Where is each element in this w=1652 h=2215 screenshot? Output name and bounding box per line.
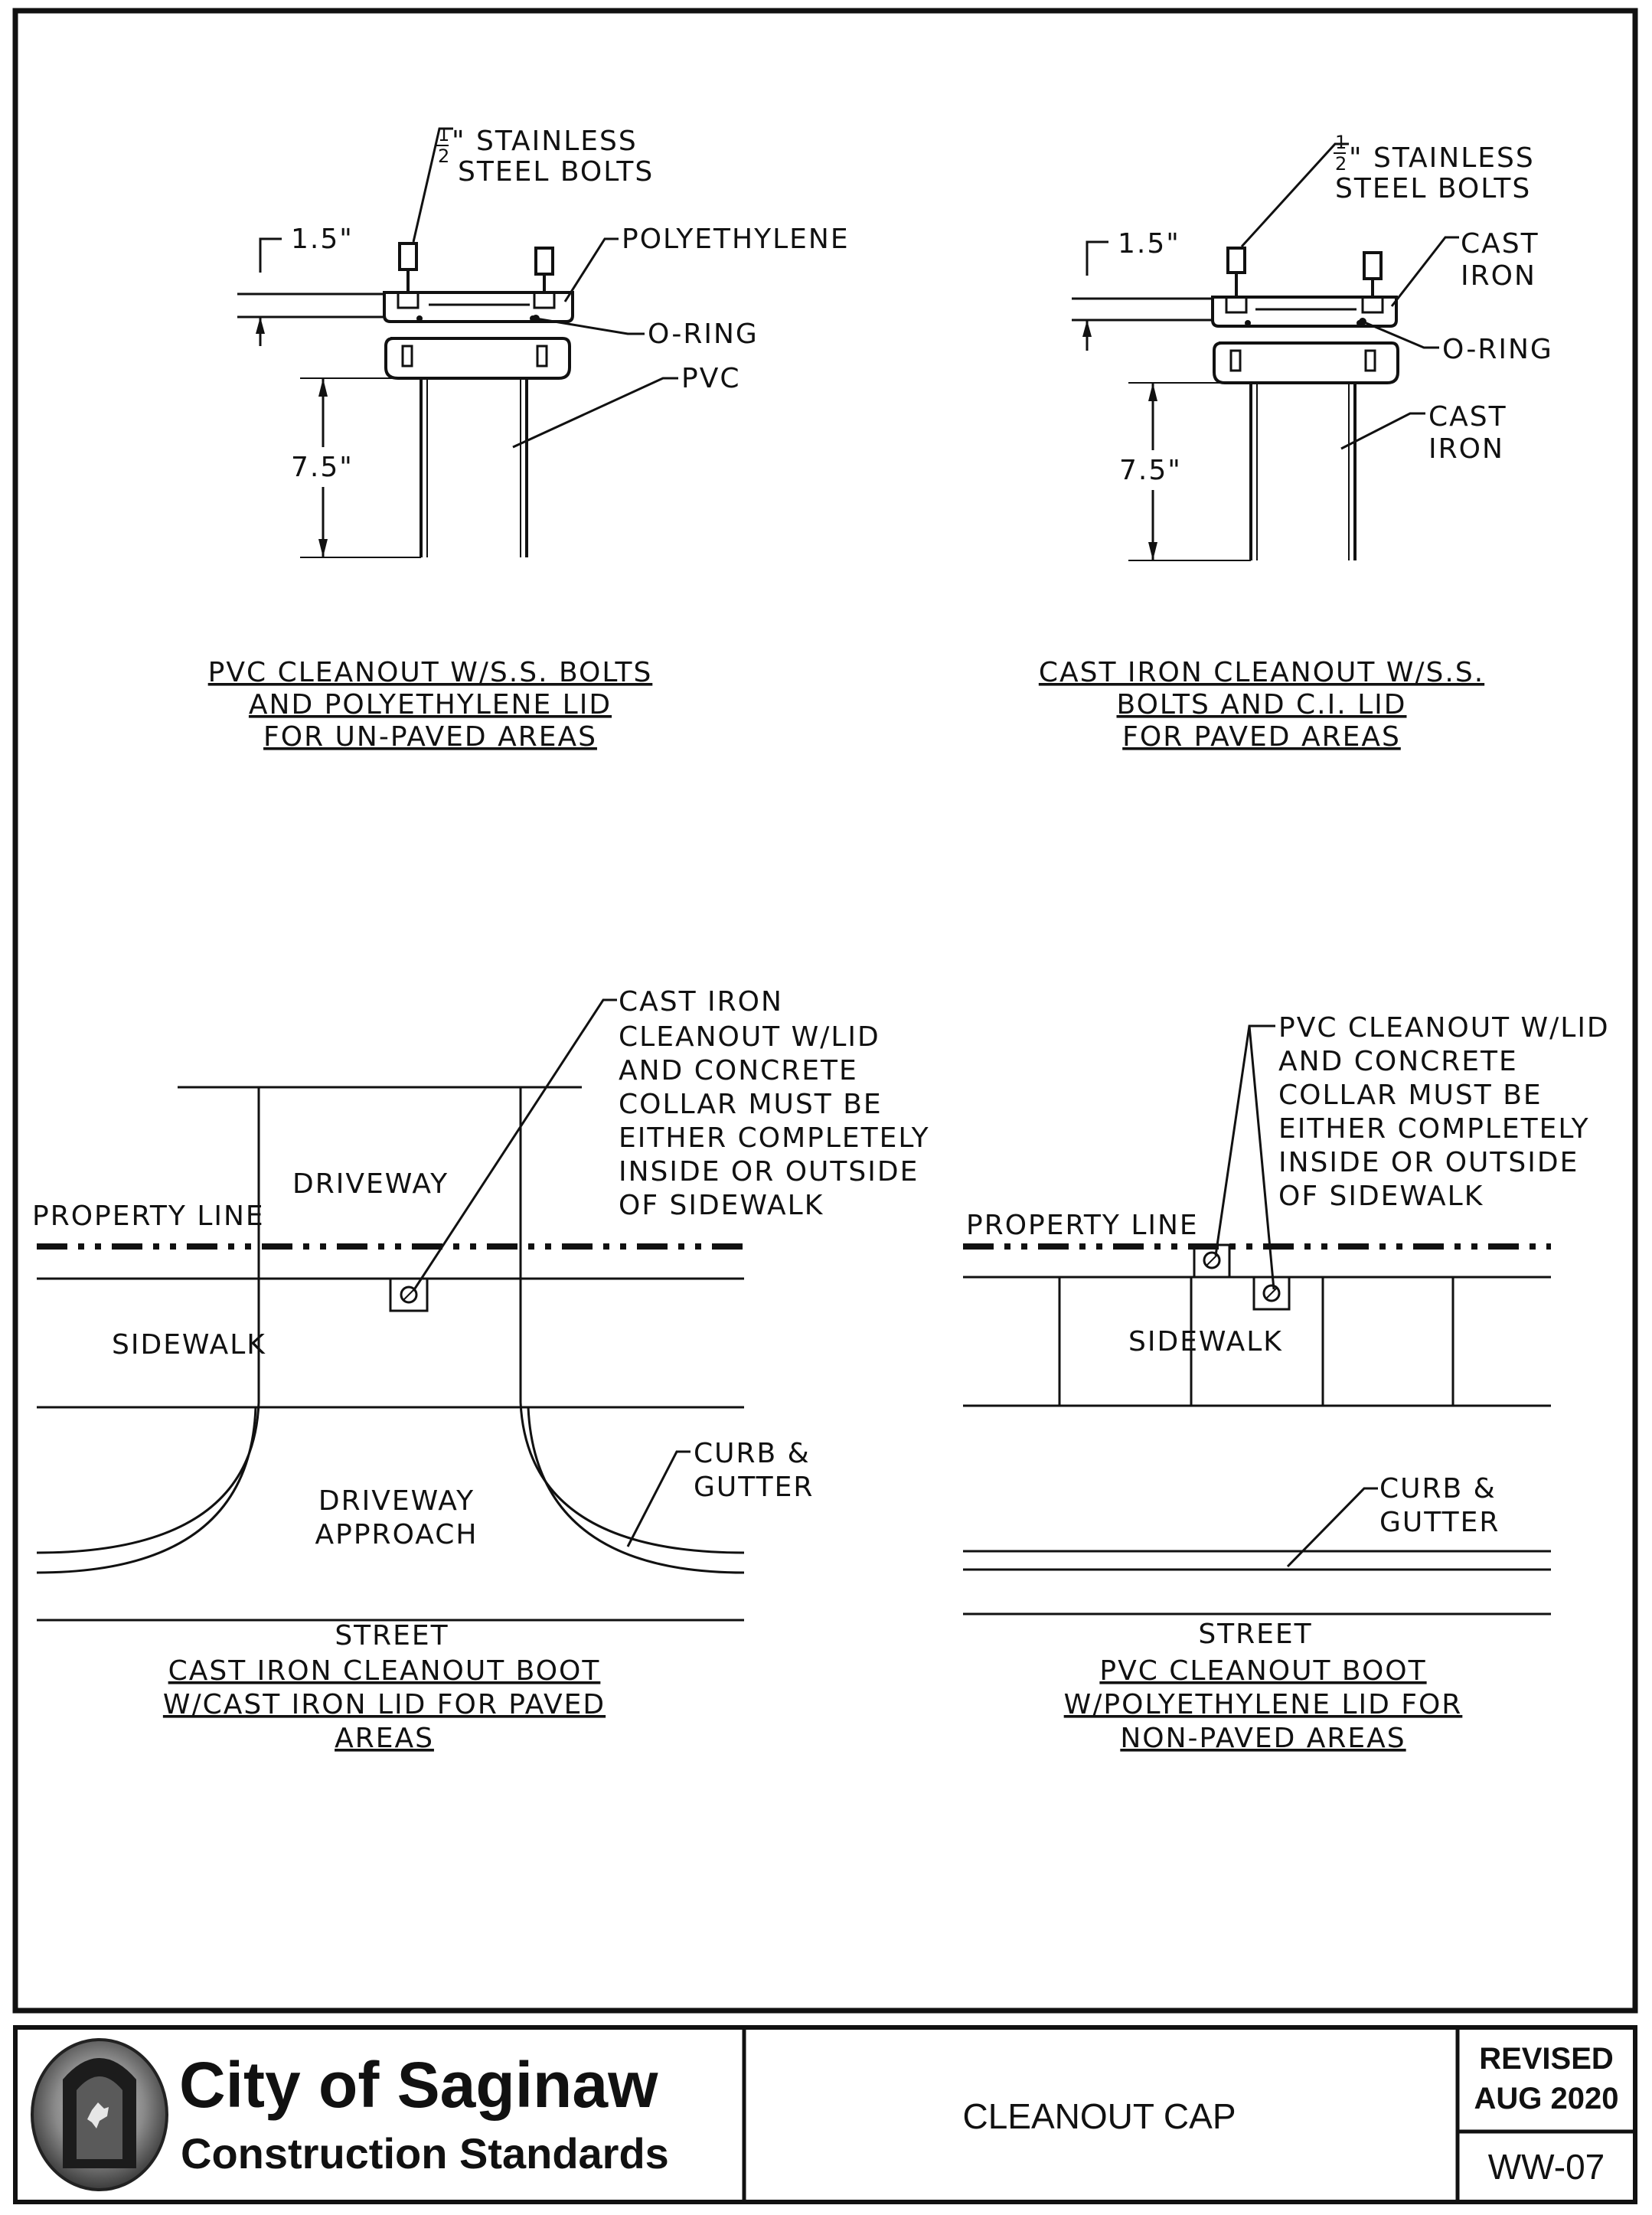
lid-material-label: POLYETHYLENE [622, 224, 850, 255]
caption-line-3: NON-PAVED AREAS [1120, 1723, 1406, 1754]
lid-material-label-1: CAST [1461, 228, 1539, 260]
bolt-label-2: STEEL BOLTS [1335, 173, 1531, 204]
sheet-border [12, 8, 1638, 2014]
property-line-label: PROPERTY LINE [32, 1201, 265, 1232]
caption-line-1: PVC CLEANOUT W/S.S. BOLTS [208, 657, 653, 688]
sheet-number: WW-07 [1488, 2147, 1605, 2187]
revised-label: REVISED [1479, 2042, 1614, 2076]
pipe-material-label: PVC [681, 363, 740, 394]
note-line-5: EITHER COMPLETELY [619, 1122, 930, 1154]
dim-top-label: 1.5" [291, 224, 354, 255]
caption-line-2: BOLTS AND C.I. LID [1117, 689, 1407, 720]
caption-line-2: AND POLYETHYLENE LID [249, 689, 612, 720]
oring-label: O-RING [648, 319, 759, 350]
caption-line-2: W/CAST IRON LID FOR PAVED [163, 1689, 606, 1720]
note-line-7: OF SIDEWALK [619, 1190, 824, 1221]
note-line-3: AND CONCRETE [619, 1055, 858, 1086]
bolt-label-1: " STAINLESS [1349, 142, 1535, 174]
pipe-material-label-1: CAST [1428, 401, 1507, 433]
note-line-6: INSIDE OR OUTSIDE [619, 1156, 919, 1188]
caption-line-1: PVC CLEANOUT BOOT [1099, 1655, 1426, 1687]
curb-label-1: CURB & [1379, 1473, 1497, 1504]
note-line-1: CAST IRON [619, 986, 783, 1018]
caption-line-3: FOR UN-PAVED AREAS [263, 721, 597, 753]
oring-label: O-RING [1442, 334, 1553, 365]
note-line-4: EITHER COMPLETELY [1278, 1113, 1590, 1145]
drawing-title: CLEANOUT CAP [962, 2096, 1236, 2136]
bolt-label-1: " STAINLESS [452, 126, 638, 157]
driveway-label: DRIVEWAY [292, 1168, 449, 1200]
revised-date: AUG 2020 [1474, 2082, 1619, 2115]
bolt-frac-den: 2 [438, 145, 449, 167]
note-line-2: AND CONCRETE [1278, 1046, 1518, 1077]
org-subtitle: Construction Standards [181, 2129, 669, 2177]
note-line-2: CLEANOUT W/LID [619, 1021, 880, 1053]
note-line-1: PVC CLEANOUT W/LID [1278, 1012, 1610, 1044]
note-line-6: OF SIDEWALK [1278, 1181, 1484, 1212]
caption-line-2: W/POLYETHYLENE LID FOR [1064, 1689, 1463, 1720]
pipe-material-label-2: IRON [1428, 433, 1504, 465]
caption-line-3: AREAS [335, 1723, 434, 1754]
sidewalk-label: SIDEWALK [1128, 1326, 1283, 1357]
approach-label-2: APPROACH [315, 1519, 478, 1550]
bolt-frac-num: 1 [438, 124, 449, 145]
lid-material-label-2: IRON [1461, 260, 1536, 292]
dim-side-label: 7.5" [1119, 455, 1182, 486]
bolt-frac-den: 2 [1335, 153, 1347, 175]
dim-side-label: 7.5" [291, 452, 354, 483]
curb-label-2: GUTTER [694, 1472, 814, 1503]
property-line-label: PROPERTY LINE [966, 1210, 1199, 1241]
approach-label-1: DRIVEWAY [318, 1485, 475, 1517]
bolt-label-2: STEEL BOLTS [458, 156, 654, 188]
city-seal-icon [31, 2038, 168, 2191]
note-line-4: COLLAR MUST BE [619, 1089, 883, 1120]
curb-label-1: CURB & [694, 1438, 811, 1469]
bolt-frac-num: 1 [1335, 132, 1347, 153]
detail-pvc-cleanout: 1.5" 7.5" 1 2 " STAINLESS STEEL BOLTS PO… [208, 124, 850, 753]
street-label: STREET [335, 1620, 449, 1651]
detail-cast-iron-boot-plan: CAST IRON CLEANOUT W/LID AND CONCRETE CO… [32, 986, 930, 1754]
note-line-3: COLLAR MUST BE [1278, 1080, 1543, 1111]
caption-line-1: CAST IRON CLEANOUT W/S.S. [1039, 657, 1484, 688]
title-block: City of Saginaw Construction Standards C… [13, 2025, 1637, 2204]
note-line-5: INSIDE OR OUTSIDE [1278, 1147, 1579, 1178]
dim-top-label: 1.5" [1118, 228, 1180, 260]
curb-label-2: GUTTER [1379, 1507, 1500, 1538]
street-label: STREET [1198, 1619, 1312, 1650]
detail-pvc-boot-plan: PVC CLEANOUT W/LID AND CONCRETE COLLAR M… [963, 1012, 1610, 1754]
org-name: City of Saginaw [179, 2049, 658, 2121]
caption-line-1: CAST IRON CLEANOUT BOOT [168, 1655, 601, 1687]
detail-cast-iron-cleanout: 1.5" 7.5" 1 2 " STAINLESS STEEL BOLTS CA… [1039, 132, 1553, 753]
sidewalk-label: SIDEWALK [112, 1329, 266, 1361]
caption-line-3: FOR PAVED AREAS [1122, 721, 1401, 753]
